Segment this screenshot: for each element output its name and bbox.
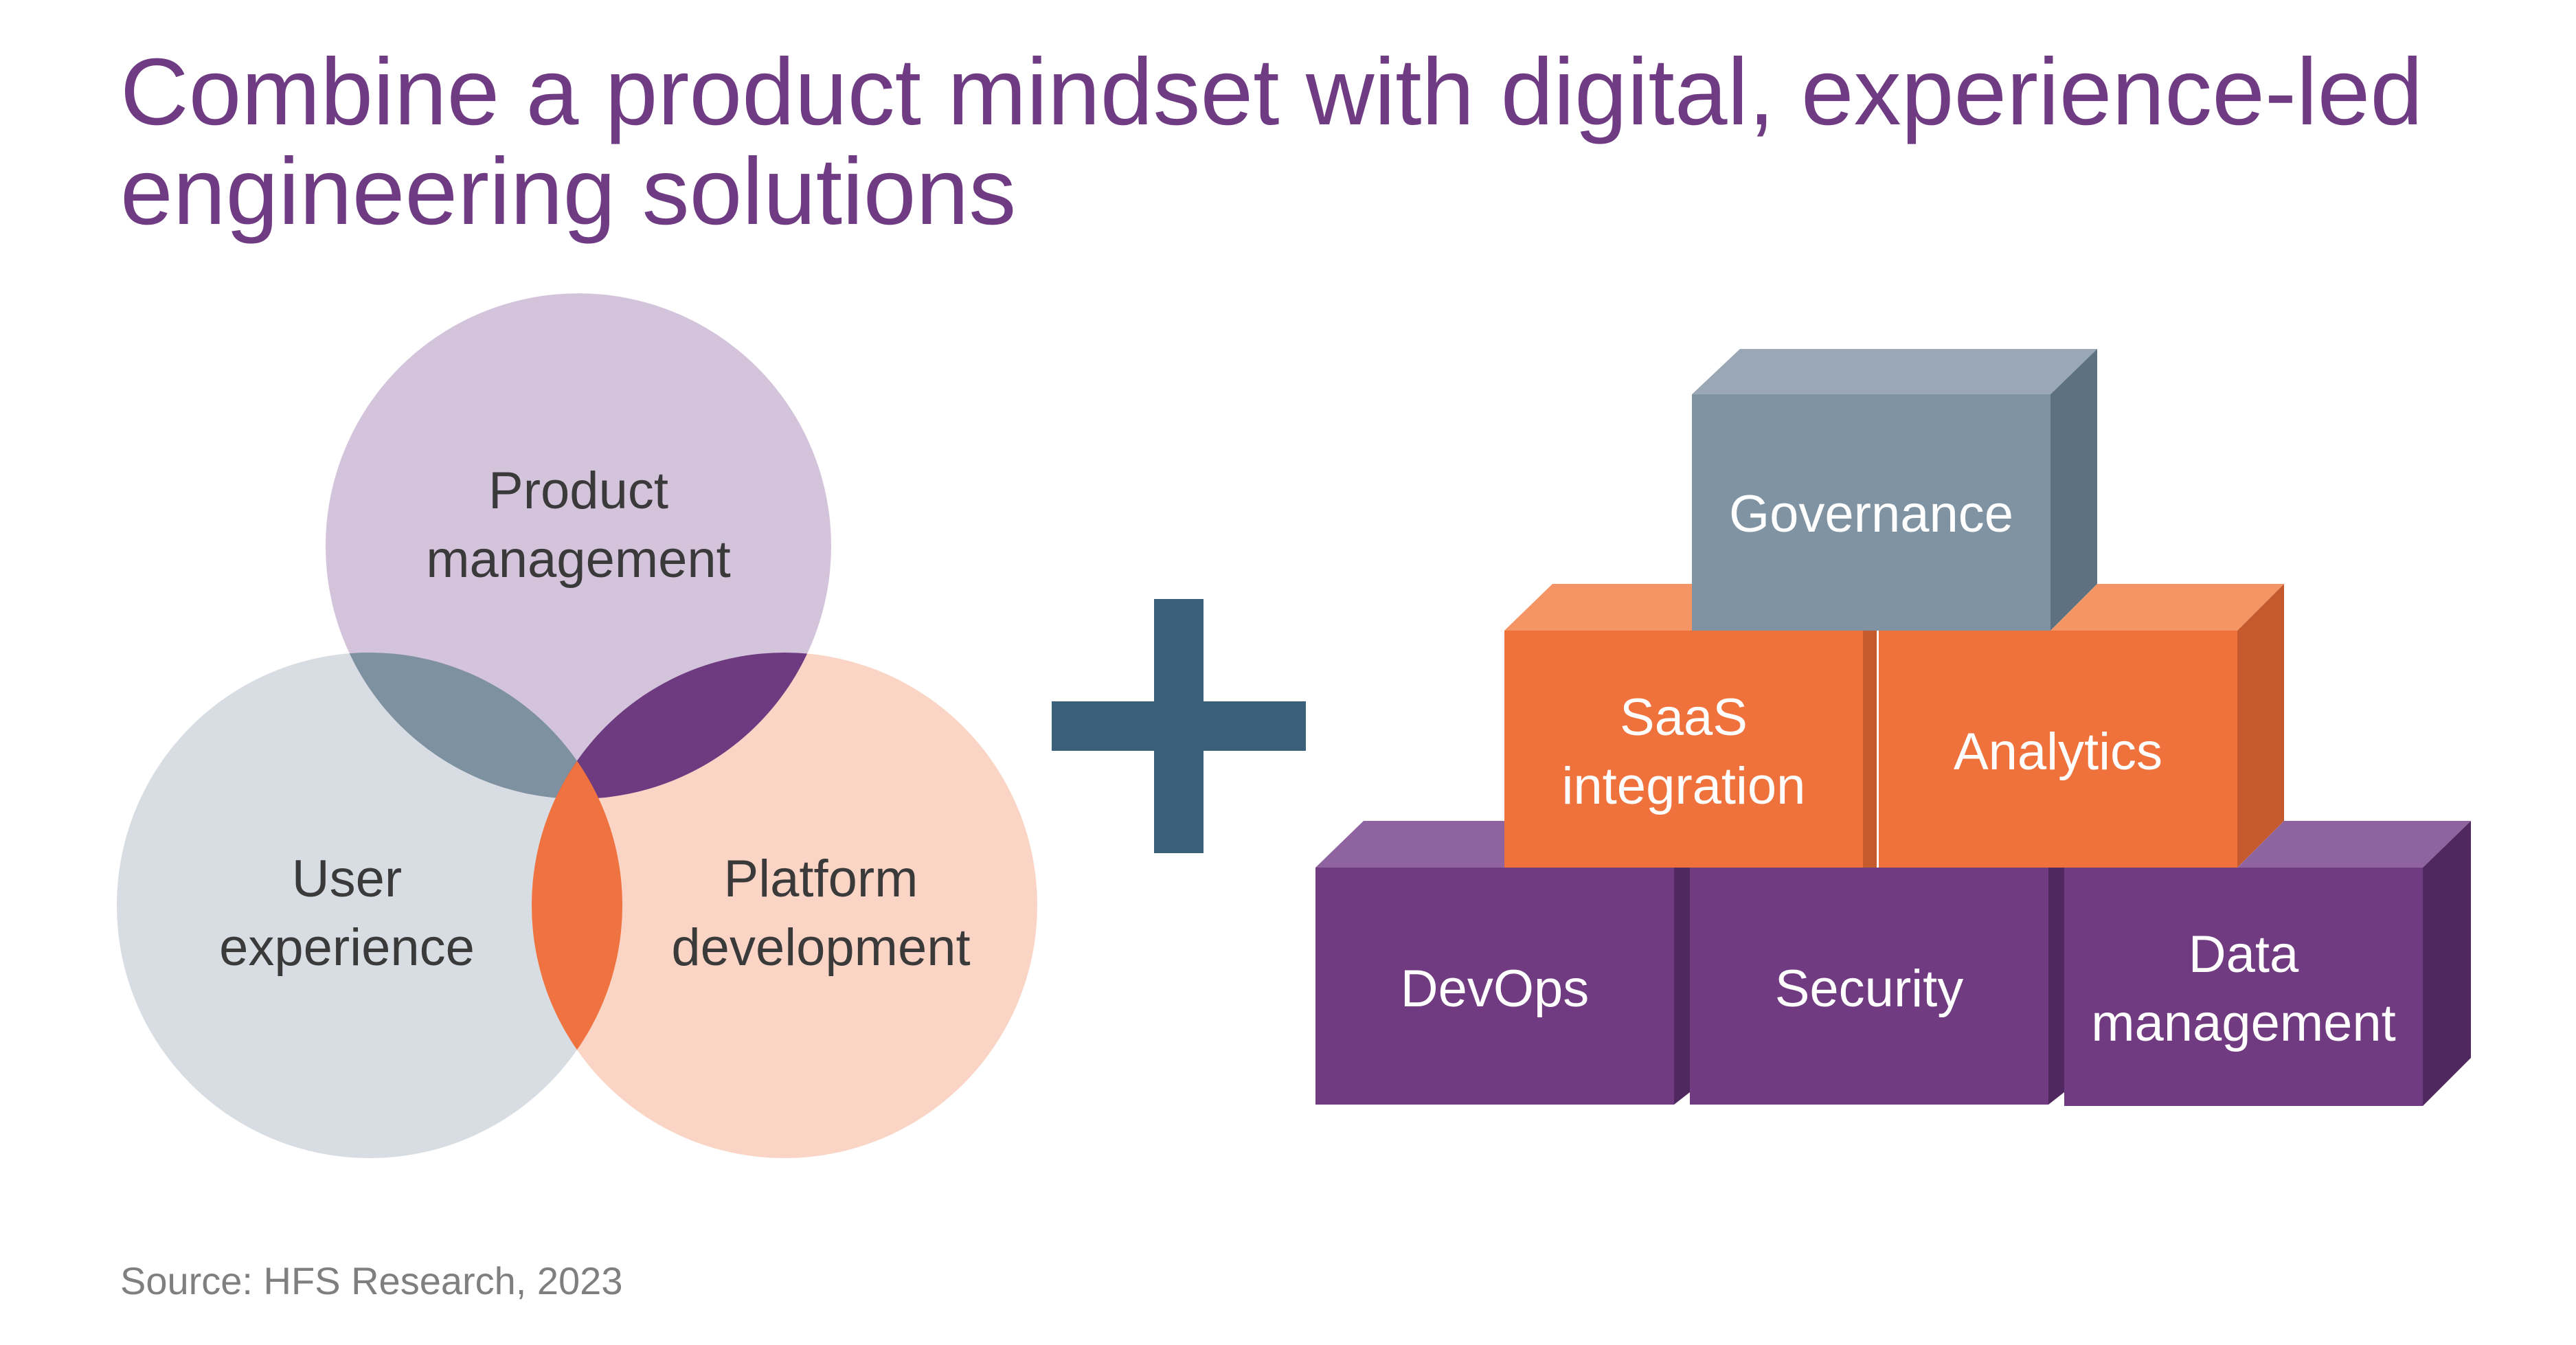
- label-devops: DevOps: [1401, 960, 1590, 1018]
- venn-label-user-line2: experience: [219, 918, 475, 977]
- venn-diagram: Product management User experience Platf…: [117, 293, 1037, 1158]
- venn-label-product-line2: management: [426, 530, 731, 589]
- block-analytics-face: [1879, 631, 2237, 868]
- block-data-side: [2423, 821, 2471, 1106]
- block-data-face: [2064, 868, 2423, 1106]
- block-devops-side: [1674, 868, 1690, 1105]
- title-line-1: Combine a product mindset with digital, …: [120, 39, 2424, 145]
- block-governance-side: [2050, 349, 2097, 631]
- label-data-line1: Data: [2189, 925, 2299, 984]
- label-analytics: Analytics: [1954, 723, 2162, 781]
- block-security: [1690, 868, 2064, 1105]
- page-title: Combine a product mindset with digital, …: [120, 43, 2490, 242]
- venn-label-platform-line1: Platform: [724, 850, 918, 908]
- venn-label-user-line1: User: [292, 850, 402, 908]
- label-security: Security: [1775, 960, 1964, 1018]
- block-saas-gap: [1863, 631, 1877, 868]
- label-data-line2: management: [2091, 994, 2396, 1052]
- venn-label-product-line1: Product: [488, 462, 668, 520]
- label-saas-line2: integration: [1562, 757, 1806, 815]
- label-governance: Governance: [1729, 485, 2013, 543]
- title-line-2: engineering solutions: [120, 139, 1017, 245]
- block-analytics-side: [2237, 584, 2284, 868]
- pyramid: Governance SaaS integration Analytics De…: [1315, 349, 2471, 1106]
- block-governance-top: [1692, 349, 2097, 394]
- block-analytics: [1879, 584, 2284, 868]
- label-saas-line1: SaaS: [1620, 688, 1748, 747]
- plus-icon: [1052, 599, 1306, 853]
- venn-label-platform-line2: development: [671, 918, 970, 977]
- block-analytics-top: [2050, 584, 2284, 631]
- venn-overlap-product-user: [326, 653, 622, 799]
- block-saas-top: [1504, 584, 1692, 631]
- block-data-management: [2064, 821, 2471, 1106]
- block-devops-face: [1315, 868, 1674, 1105]
- venn-overlap-product-platform: [532, 653, 831, 799]
- block-governance-face: [1692, 394, 2050, 631]
- block-devops: [1315, 821, 1690, 1105]
- block-saas-face: [1504, 631, 1863, 868]
- block-security-face: [1690, 868, 2048, 1105]
- block-security-side: [2048, 868, 2064, 1105]
- source-note: Source: HFS Research, 2023: [120, 1259, 623, 1302]
- block-devops-top: [1315, 821, 1504, 868]
- block-governance: [1692, 349, 2097, 631]
- block-data-top: [2237, 821, 2471, 868]
- block-saas-integration: [1504, 584, 1877, 868]
